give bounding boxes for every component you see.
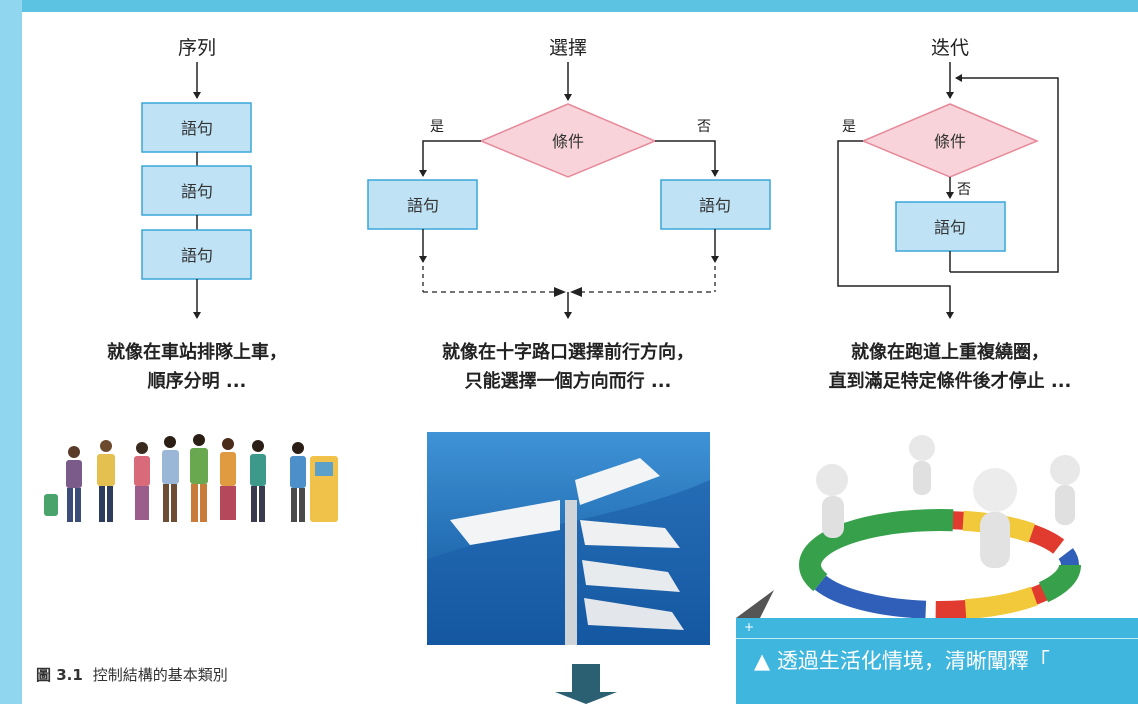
selection-flowchart: 選擇 條件 是 否 語句 語句 就像在十字路口選擇前行方向， 只能選擇一個方向而… [367,37,771,392]
sequence-caption-line2: 順序分明 ... [148,370,247,392]
selection-condition-diamond [479,103,657,178]
down-arrow-icon [555,664,617,704]
sequence-title: 序列 [178,37,216,59]
selection-right-statement [660,179,771,230]
sequence-caption-line1: 就像在車站排隊上車， [107,341,287,363]
sequence-statement-1 [141,102,252,153]
iteration-flowchart: 迭代 條件 是 否 語句 就像在跑道上重複繞圈， 直到滿足特定條件後才停止 ..… [829,37,1072,392]
iteration-title: 迭代 [931,37,969,59]
sequence-flowchart: 序列 語句 語句 語句 就像在車站排隊上車， 順序分明 ... [107,37,287,392]
selection-yes-label: 是 [430,119,444,135]
sequence-statement-3-label: 語句 [181,246,213,265]
figure-caption-text: 控制結構的基本類別 [92,666,228,684]
figure-number: 圖 3.1 [36,666,83,684]
iteration-yes-label: 是 [842,119,856,135]
selection-right-statement-label: 語句 [699,196,731,215]
plus-icon: + [744,620,755,634]
iteration-no-label: 否 [957,182,971,198]
signpost-illustration [427,432,710,645]
selection-left-statement-label: 語句 [407,196,439,215]
iteration-caption-line2: 直到滿足特定條件後才停止 ... [829,370,1072,392]
selection-caption-line1: 就像在十字路口選擇前行方向， [442,341,694,363]
selection-title: 選擇 [549,37,587,59]
callout-divider [736,638,1138,639]
iteration-caption-line1: 就像在跑道上重複繞圈， [851,341,1049,363]
sequence-statement-2-label: 語句 [181,182,213,201]
sequence-statement-1-label: 語句 [181,119,213,138]
queue-illustration [44,434,338,522]
callout-pointer [736,590,774,618]
selection-caption-line2: 只能選擇一個方向而行 ... [465,370,672,392]
iteration-statement-label: 語句 [934,218,966,237]
selection-left-statement [367,179,478,230]
iteration-condition-label: 條件 [934,132,966,151]
figure-caption: 圖 3.1 控制結構的基本類別 [36,664,228,685]
selection-condition-label: 條件 [552,132,584,151]
running-loop-illustration [799,435,1081,621]
top-accent-bar [0,0,1138,12]
selection-no-label: 否 [697,119,711,135]
left-accent-bar [0,0,22,704]
callout-box: + ▲ 透過生活化情境，清晰闡釋「 [736,618,1138,704]
sequence-statement-3 [141,229,252,280]
callout-text: ▲ 透過生活化情境，清晰闡釋「 [754,649,1050,673]
